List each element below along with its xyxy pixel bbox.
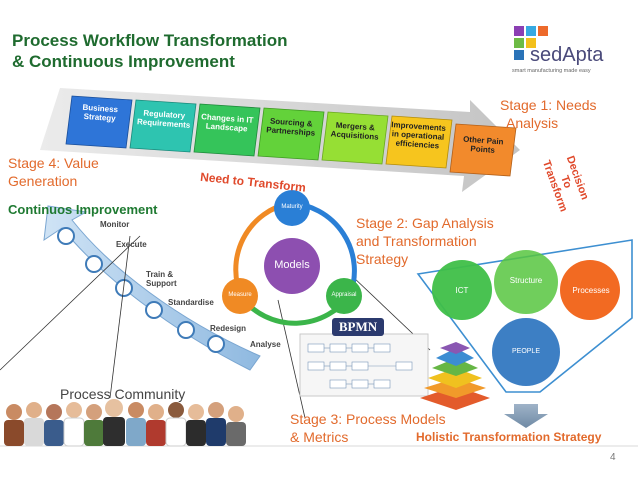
cycle-node-maturity [274, 190, 310, 226]
connector-line-2 [109, 235, 131, 399]
needs-block-3 [193, 103, 261, 157]
process-model-boxes [307, 343, 413, 389]
layered-stack-icon [420, 342, 490, 410]
cycle-node-measure [222, 278, 258, 314]
needs-block-6 [385, 115, 453, 169]
venn-label-structure: Structure [509, 276, 543, 285]
cycle-node-appraisal [326, 278, 362, 314]
logo-text: sedApta [530, 44, 604, 66]
ci-circle-1 [57, 227, 75, 245]
venn-structure [494, 250, 558, 314]
ci-step-analyse: Analyse [250, 340, 281, 349]
cycle-center-models [264, 238, 320, 294]
holistic-strategy-label: Holistic Transformation Strategy [416, 430, 602, 444]
ci-step-execute: Execute [116, 240, 147, 249]
ci-step-train-support: Train &Support [146, 270, 177, 288]
cycle-label-models: Models [274, 259, 310, 271]
ci-circle-2 [85, 255, 103, 273]
needs-block-7 [449, 123, 517, 177]
ci-step-monitor: Monitor [100, 220, 130, 229]
company-logo: sedApta smart manufacturing made easy [508, 22, 626, 80]
cycle-label-appraisal: Appraisal [331, 292, 357, 298]
ci-circle-5 [177, 321, 195, 339]
venn-label-people: PEOPLE [511, 348, 540, 355]
venn-ict [432, 260, 492, 320]
venn-people [492, 318, 560, 386]
title-line-2: & Continuous Improvement [12, 52, 235, 71]
slide-title: Process Workflow Transformation & Contin… [12, 30, 342, 72]
venn-processes [560, 260, 620, 320]
process-community-people [4, 399, 246, 447]
ci-circle-4 [145, 301, 163, 319]
process-community-label: Process Community [60, 386, 186, 402]
ci-circle-6 [207, 335, 225, 353]
needs-block-4 [257, 107, 325, 161]
page-number: 4 [610, 452, 616, 463]
needs-block-1 [65, 95, 133, 149]
bpmn-badge [332, 318, 384, 336]
stage-3-label: Stage 3: Process Models& Metrics [290, 411, 446, 445]
logo-squares-icon [514, 26, 550, 62]
needs-block-2 [129, 99, 197, 153]
down-arrow-icon [504, 404, 548, 428]
cycle-label-measure: Measure [228, 292, 252, 298]
ci-circle-3 [115, 279, 133, 297]
cycle-label-maturity: Maturity [281, 204, 303, 210]
ci-step-standardise: Standardise [168, 298, 214, 307]
logo-tagline: smart manufacturing made easy [512, 68, 591, 74]
ci-arrow-shape [43, 205, 261, 371]
ci-step-circles [57, 227, 225, 353]
ci-step-redesign: Redesign [210, 324, 247, 333]
process-model-links [324, 347, 396, 385]
title-line-1: Process Workflow Transformation [12, 31, 288, 50]
bpmn-label: BPMN [338, 319, 378, 334]
venn-label-ict: ICT [455, 286, 469, 295]
needs-block-5 [321, 111, 389, 165]
venn-label-processes: Processes [572, 286, 610, 295]
connector-line-1 [0, 235, 141, 371]
needs-blocks-group [65, 95, 517, 177]
continuous-improvement-title: Continuos Improvement [8, 202, 158, 217]
